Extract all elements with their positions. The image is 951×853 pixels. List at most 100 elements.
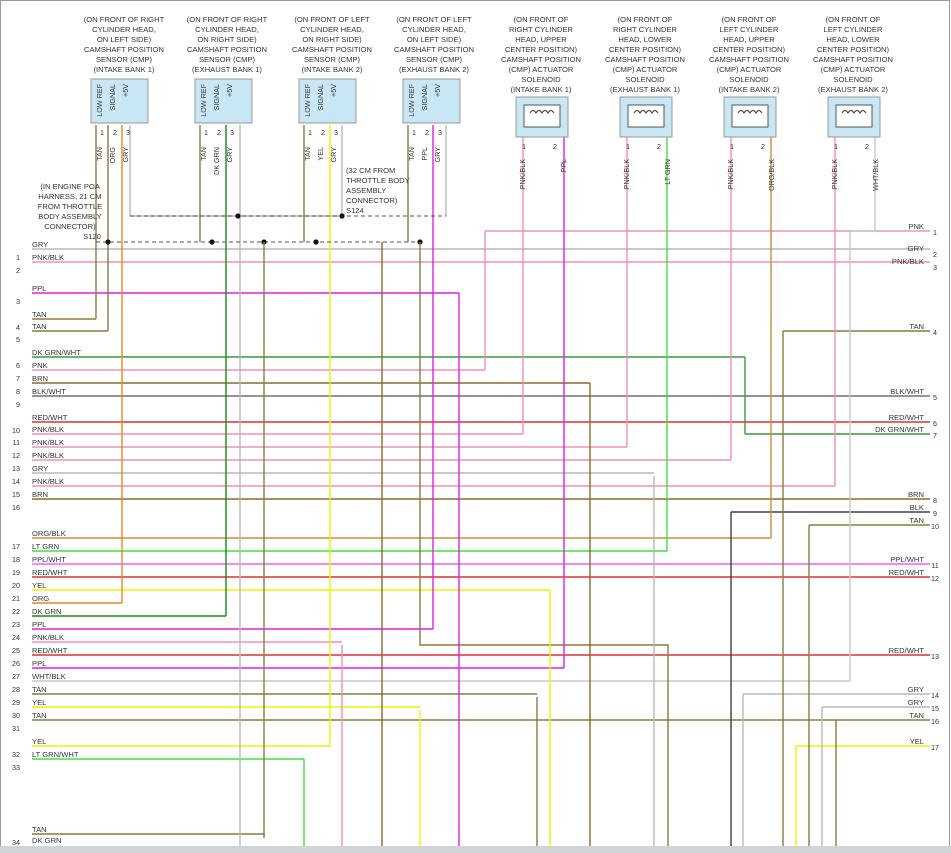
right-connector-pin: 16 [931, 717, 939, 726]
left-wire-label: RED/WHT [32, 568, 68, 577]
sensor-pin-number: 1 [412, 128, 416, 137]
header-line: (ON FRONT OF [722, 15, 777, 24]
sensor-wire-label: PPL [420, 147, 429, 161]
header-line: CAMSHAFT POSITION [605, 55, 685, 64]
sensor-wire-label: GRY [433, 147, 442, 163]
header-line: SENSOR (CMP) [304, 55, 361, 64]
right-wire-label: RED/WHT [889, 568, 925, 577]
left-connector-pin: 16 [12, 503, 20, 512]
left-connector-pin: 10 [12, 426, 20, 435]
left-connector-pin: 20 [12, 581, 20, 590]
right-wire-label: RED/WHT [889, 413, 925, 422]
left-wire-label: PNK/BLK [32, 477, 64, 486]
header-line: SENSOR (CMP) [96, 55, 153, 64]
sensor-pin-number: 2 [321, 128, 325, 137]
sensor-wire-label: YEL [316, 147, 325, 161]
header-line: CAMSHAFT POSITION [84, 45, 164, 54]
splice-s124-label: (32 CM FROM THROTTLE BODY ASSEMBLY CONNE… [346, 166, 412, 215]
left-connector-pin: 7 [16, 374, 20, 383]
left-wire-label: GRY [32, 240, 48, 249]
sensor-wire-label: GRY [225, 147, 234, 163]
right-wire-label: GRY [908, 698, 924, 707]
header-line: CAMSHAFT POSITION [709, 55, 789, 64]
sensor-pin-number: 3 [230, 128, 234, 137]
left-connector-pin: 19 [12, 568, 20, 577]
solenoid-wire-label: PNK/BLK [726, 159, 735, 190]
left-wire-label: RED/WHT [32, 413, 68, 422]
coil-winding-icon [737, 110, 763, 114]
header-line: (ON FRONT OF RIGHT [187, 15, 268, 24]
header-line: HEAD, LOWER [618, 35, 672, 44]
left-wire-label: DK GRN/WHT [32, 348, 81, 357]
left-connector-pin: 14 [12, 477, 20, 486]
left-wire-label: ORG/BLK [32, 529, 66, 538]
right-wire-label: PNK [908, 222, 924, 231]
header-line: (EXHAUST BANK 2) [818, 85, 888, 94]
splice-dot [105, 239, 111, 245]
right-wire-label: BLK [910, 503, 924, 512]
right-connector-pin: 11 [931, 561, 938, 570]
left-connector-pin: 13 [12, 464, 20, 473]
sensor-body [402, 78, 461, 124]
splice-dot [313, 239, 319, 245]
right-wire-label: PNK/BLK [892, 257, 924, 266]
left-connector-pin: 1 [16, 253, 20, 262]
right-wire-label: TAN [909, 516, 924, 525]
left-connector-pin: 26 [12, 659, 20, 668]
sensor-body [298, 78, 357, 124]
left-connector-pin: 2 [16, 266, 20, 275]
sensor-pin-name: +5V [329, 84, 338, 97]
solenoid-pin-number: 2 [761, 142, 765, 151]
left-connector-pin: 23 [12, 620, 20, 629]
right-connector-pin: 6 [933, 419, 937, 428]
sensor-wire-label: TAN [199, 147, 208, 161]
bottom-scrollbar[interactable] [0, 846, 951, 853]
right-wire-label: YEL [910, 737, 924, 746]
left-wire-label: PNK/BLK [32, 633, 64, 642]
header-line: (CMP) ACTUATOR [717, 65, 782, 74]
sensor-pin-name: SIGNAL [212, 84, 221, 110]
solenoid-pin-number: 2 [657, 142, 661, 151]
left-wire-label: TAN [32, 322, 47, 331]
coil-icon [835, 104, 873, 128]
header-line: (ON FRONT OF [826, 15, 881, 24]
header-line: (EXHAUST BANK 1) [610, 85, 680, 94]
right-connector-pin: 2 [933, 250, 937, 259]
header-line: HEAD, UPPER [723, 35, 775, 44]
solenoid-pin-number: 1 [730, 142, 734, 151]
splice-dot [339, 213, 345, 219]
header-line: SOLENOID [729, 75, 769, 84]
left-wire-label: PNK/BLK [32, 438, 64, 447]
right-connector-pin: 8 [933, 496, 937, 505]
header-line: SENSOR (CMP) [199, 55, 256, 64]
header-line: CAMSHAFT POSITION [813, 55, 893, 64]
header-line: (ON FRONT OF LEFT [396, 15, 472, 24]
left-connector-pin: 11 [13, 438, 20, 447]
right-connector-pin: 14 [931, 691, 939, 700]
solenoid-pin-number: 1 [522, 142, 526, 151]
left-wire-label: WHT/BLK [32, 672, 66, 681]
solenoid-wire-label: PNK/BLK [622, 159, 631, 190]
right-wire-label: RED/WHT [889, 646, 925, 655]
solenoid-wire-label: ORG/BLK [767, 159, 776, 191]
header-line: SOLENOID [833, 75, 873, 84]
sensor-body [194, 78, 253, 124]
right-wire-label: DK GRN/WHT [875, 425, 924, 434]
right-connector-pin: 1 [933, 228, 937, 237]
left-wire-label: TAN [32, 825, 47, 834]
header-line: ON RIGHT SIDE) [197, 35, 257, 44]
header-line: (ON FRONT OF [618, 15, 673, 24]
left-wire-label: YEL [32, 581, 46, 590]
header-line: LEFT CYLINDER [720, 25, 779, 34]
left-wire-label: PNK/BLK [32, 425, 64, 434]
left-wire-label: PPL [32, 620, 46, 629]
header-line: LEFT CYLINDER [824, 25, 883, 34]
left-connector-pin: 9 [16, 400, 20, 409]
sensor-wire-label: GRY [121, 147, 130, 163]
header-line: RIGHT CYLINDER [613, 25, 678, 34]
